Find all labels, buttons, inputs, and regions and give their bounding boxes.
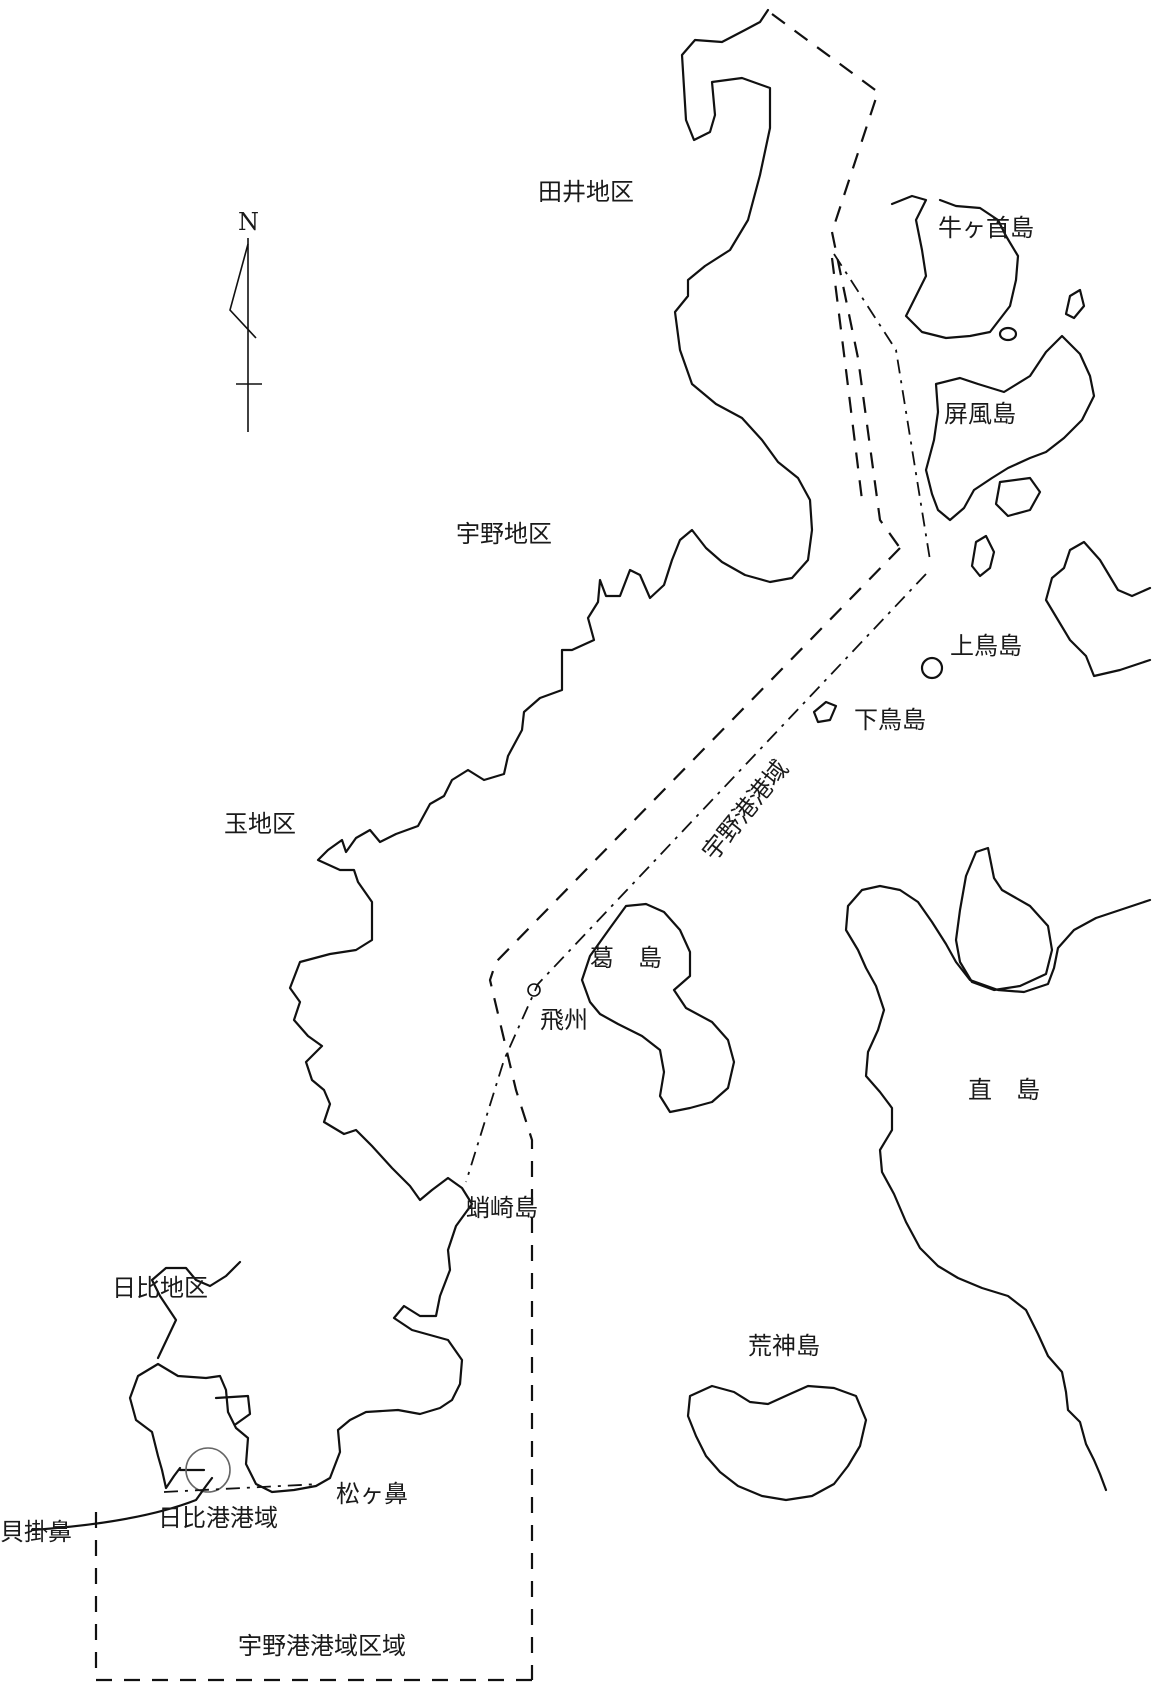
label-kaikakebana-cape: 貝掛鼻 — [0, 1518, 72, 1546]
hibi-harbor-inner — [214, 1394, 252, 1426]
label-shozaki-island: 蛸崎島 — [466, 1194, 538, 1222]
kamitori-island — [920, 656, 944, 680]
uno-port-boundary-channel — [830, 231, 901, 549]
hibi-harbor-jetty — [150, 1260, 242, 1360]
mainland-coastline — [128, 8, 814, 1494]
label-matsugahana-cape: 松ヶ鼻 — [336, 1480, 408, 1508]
north-label: N — [238, 208, 259, 236]
label-uno-district: 宇野地区 — [456, 520, 552, 548]
uno-port-zone-box — [94, 1508, 532, 1682]
byobu-east-islet — [970, 534, 996, 578]
label-arakami-island: 荒神島 — [748, 1332, 820, 1360]
kaikakebana-coastline — [30, 1476, 214, 1532]
uno-port-boundary-east — [771, 13, 880, 233]
islet-north — [1064, 288, 1086, 320]
label-byobu-island: 屏風島 — [944, 400, 1016, 428]
kazura-island — [580, 902, 736, 1114]
byobu-south-islet — [994, 476, 1042, 518]
arakami-island — [686, 1384, 868, 1502]
byobu-island — [924, 334, 1096, 522]
label-naoshima-island: 直 島 — [968, 1076, 1040, 1104]
shimotori-island — [812, 700, 838, 724]
label-uno-port-zone: 宇野港港域区域 — [238, 1632, 406, 1660]
hibi-port-line — [163, 1483, 321, 1493]
label-shimotori-island: 下鳥島 — [854, 706, 926, 734]
naoshima-inner-bay — [954, 846, 1054, 992]
label-kamitori-island: 上鳥島 — [950, 632, 1022, 660]
label-tama-district: 玉地区 — [224, 810, 296, 838]
naoshima-island — [844, 884, 1152, 1492]
uno-port-boundary-channel-west — [488, 547, 901, 1680]
tobisu-islet-icon — [527, 983, 541, 997]
label-hibi-district: 日比地区 — [112, 1274, 208, 1302]
label-tobisu-islet: 飛州 — [540, 1006, 588, 1034]
ushigakubi-island — [890, 194, 1020, 340]
label-ushigakubi-island: 牛ヶ首島 — [938, 214, 1034, 242]
east-coastline-upper — [1044, 540, 1152, 678]
uno-port-line — [465, 573, 927, 1183]
uno-port-boundary-channel-inner — [830, 257, 864, 501]
hibi-harbor-mark-icon — [185, 1447, 231, 1493]
label-tai-district: 田井地区 — [538, 178, 634, 206]
label-kazura-island: 葛 島 — [590, 944, 662, 972]
uno-port-line-upper — [833, 253, 931, 561]
label-uno-port-area: 宇野港港域 — [697, 755, 794, 866]
north-arrow-icon — [229, 238, 262, 432]
islet-small — [998, 326, 1018, 342]
label-hibi-port-area: 日比港港域 — [158, 1504, 278, 1532]
